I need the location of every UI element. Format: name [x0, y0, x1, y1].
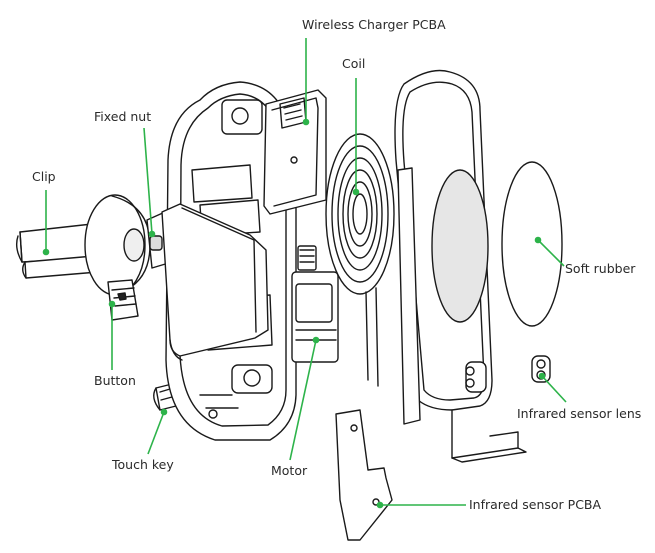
label-fixed-nut: Fixed nut	[94, 109, 152, 124]
leader-soft-rubber	[534, 236, 565, 267]
coil-part	[325, 133, 395, 387]
ir-lens-part	[531, 355, 551, 383]
label-touch-key: Touch key	[112, 457, 174, 472]
soft-rubber-part	[501, 161, 563, 327]
leader-ir-lens	[538, 372, 567, 403]
ir-pcba-part	[335, 409, 393, 541]
label-infrared-sensor-lens: Infrared sensor lens	[517, 406, 642, 421]
leader-button	[108, 300, 116, 370]
front-cover-part	[394, 69, 527, 463]
gear-cover-part	[161, 203, 269, 361]
leader-clip	[42, 190, 50, 256]
leader-touch-key	[147, 408, 168, 455]
leader-wireless-pcba	[302, 38, 310, 126]
label-clip: Clip	[32, 169, 56, 184]
label-coil: Coil	[342, 56, 366, 71]
wireless-pcba-part	[263, 89, 327, 215]
label-soft-rubber: Soft rubber	[565, 261, 636, 276]
label-motor: Motor	[271, 463, 308, 478]
leader-fixed-nut	[143, 127, 156, 238]
motor-part	[291, 245, 339, 363]
clip-part	[15, 223, 99, 279]
label-button: Button	[94, 373, 136, 388]
leader-motor	[289, 336, 320, 461]
leader-ir-pcba	[376, 501, 466, 509]
leader-coil	[352, 78, 360, 196]
label-wireless-charger-pcba: Wireless Charger PCBA	[302, 17, 446, 32]
button-part	[107, 279, 139, 321]
label-infrared-sensor-pcba: Infrared sensor PCBA	[469, 497, 602, 512]
ball-joint-part	[84, 194, 151, 296]
